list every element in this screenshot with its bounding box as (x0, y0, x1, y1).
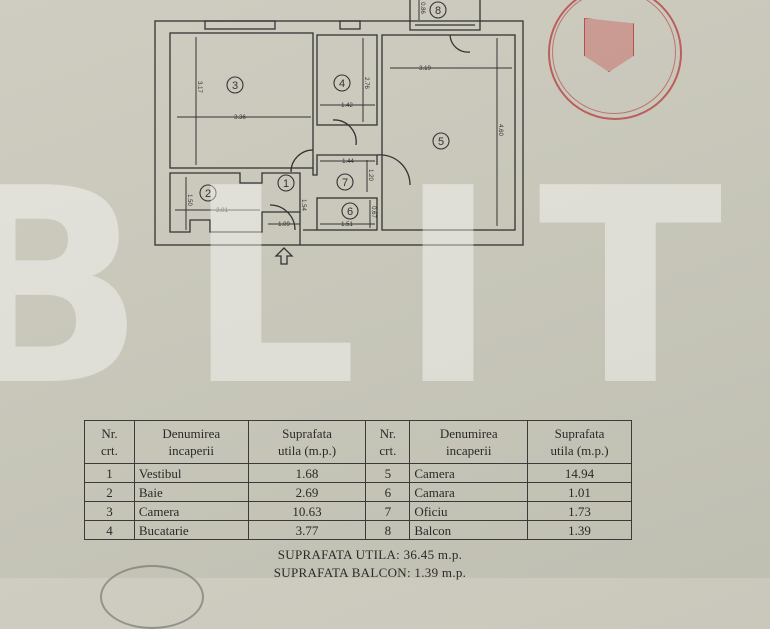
cell: Camara (409, 482, 529, 502)
dimension: 4.60 (497, 124, 503, 136)
dimension: 2.01 (216, 208, 228, 214)
cell: 1.01 (527, 482, 632, 502)
official-stamp-ring (552, 0, 676, 114)
dimension: 3.19 (419, 66, 431, 72)
cell: Baie (133, 482, 249, 502)
cell: 5 (365, 463, 411, 483)
dimension: 1.42 (341, 103, 353, 109)
cell: Vestibul (133, 463, 249, 483)
room-label: 6 (347, 206, 353, 218)
table-header: Nr. crt. Denumirea incaperii Suprafata u… (84, 420, 632, 464)
cell: 1.68 (247, 463, 367, 483)
cell: 10.63 (247, 501, 367, 521)
balcony-8 (409, 0, 481, 31)
cell: 8 (365, 520, 411, 540)
total-usable-area: SUPRAFATA UTILA: 36.45 m.p. (277, 547, 463, 562)
window (204, 20, 276, 30)
cell: 2.69 (247, 482, 367, 502)
room-label: 4 (339, 78, 345, 90)
room-label: 5 (438, 136, 444, 148)
cell: 1.39 (527, 520, 632, 540)
room-2 (169, 172, 301, 233)
dimension: 1.50 (186, 194, 192, 206)
cell: 6 (365, 482, 411, 502)
cell: Camera (409, 463, 529, 483)
cell: 1 (84, 463, 135, 483)
col-header: Suprafata utila (m.p.) (527, 420, 632, 464)
col-header: Nr. crt. (365, 420, 411, 464)
cell: 2 (84, 482, 135, 502)
outer-wall (154, 20, 524, 246)
floor-plan: 3 4 5 2 1 7 6 8 3.19 3.36 1.42 1.44 2.01… (154, 0, 524, 265)
watermark: BLITZ (0, 130, 770, 445)
col-header: Nr. crt. (84, 420, 135, 464)
dimension: 1.20 (367, 169, 373, 181)
cell: Bucatarie (133, 520, 249, 540)
room-3 (169, 32, 314, 169)
room-label: 1 (283, 178, 289, 190)
rooms-table: Nr. crt. Denumirea incaperii Suprafata u… (84, 420, 632, 540)
room-label: 7 (342, 177, 348, 189)
door-swing (269, 34, 471, 231)
room-5 (381, 34, 516, 231)
up-arrow-icon (274, 247, 294, 265)
dimension: 2.76 (363, 77, 369, 89)
official-stamp (548, 0, 682, 120)
dimension: 3.36 (234, 115, 246, 121)
cell: 1.73 (527, 501, 632, 521)
dimension: 1.51 (341, 222, 353, 228)
dimension: 1.09 (278, 222, 290, 228)
col-header: Denumirea incaperii (409, 420, 529, 464)
col-header: Denumirea incaperii (133, 420, 249, 464)
room-label: 8 (435, 5, 441, 17)
cell: Balcon (409, 520, 529, 540)
dimension: 1.54 (300, 199, 306, 211)
cell: 4 (84, 520, 135, 540)
cell: Oficiu (409, 501, 529, 521)
dimension: 1.44 (342, 159, 354, 165)
room-4 (316, 34, 378, 126)
col-header: Suprafata utila (m.p.) (247, 420, 367, 464)
dimension: 0.86 (419, 2, 425, 14)
dimension: 0.67 (370, 206, 376, 218)
room-label: 2 (205, 188, 211, 200)
cell: 3 (84, 501, 135, 521)
room-6 (316, 197, 378, 231)
total-balcony-area: SUPRAFATA BALCON: 1.39 m.p. (273, 565, 467, 580)
cell: 7 (365, 501, 411, 521)
cell: Camera (133, 501, 249, 521)
dimension: 3.17 (196, 81, 202, 93)
cell: 14.94 (527, 463, 632, 483)
cell: 3.77 (247, 520, 367, 540)
room-label: 3 (232, 80, 238, 92)
window (339, 20, 361, 30)
